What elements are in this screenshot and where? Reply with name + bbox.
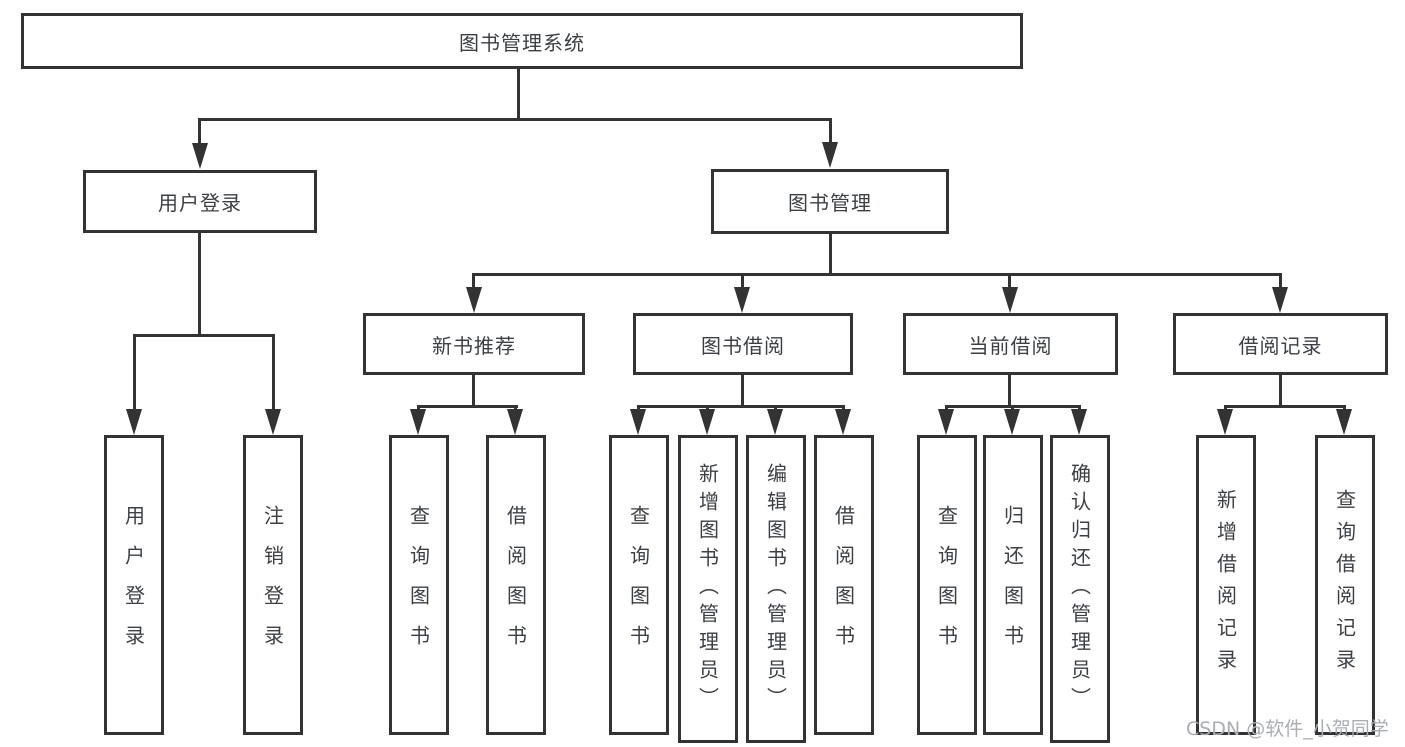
node-book-borrowing-label: 图书借阅 <box>701 333 785 358</box>
leaf-borrowing-query-books: 查询图书 <box>609 435 669 735</box>
node-current-borrowing-label: 当前借阅 <box>968 333 1053 358</box>
node-root: 图书管理系统 <box>21 13 1023 69</box>
connector-line <box>1279 375 1282 408</box>
connector-line <box>741 375 744 408</box>
leaf-confirm-return-admin-label: 确认归还（管理员） <box>1067 463 1092 715</box>
connector-line <box>1279 273 1282 291</box>
leaf-logout: 注销登录 <box>243 435 303 735</box>
arrow-down-icon <box>822 142 838 168</box>
node-book-management: 图书管理 <box>711 169 949 234</box>
leaf-query-borrow-record-label: 查询借阅记录 <box>1332 489 1357 681</box>
node-user-login-label: 用户登录 <box>158 191 242 215</box>
connector-line <box>829 234 832 276</box>
leaf-return-books-label: 归还图书 <box>1000 505 1025 665</box>
leaf-newbooks-borrow-books-label: 借阅图书 <box>503 505 528 665</box>
connector-line <box>198 233 201 337</box>
leaf-current-query-books-label: 查询图书 <box>934 505 959 665</box>
arrow-down-icon <box>466 287 482 313</box>
arrow-down-icon <box>1336 409 1352 435</box>
leaf-current-query-books: 查询图书 <box>917 435 977 735</box>
arrow-down-icon <box>1071 409 1087 435</box>
node-book-management-label: 图书管理 <box>788 191 872 215</box>
leaf-borrowing-borrow-books: 借阅图书 <box>814 435 874 735</box>
arrow-down-icon <box>938 409 954 435</box>
leaf-user-login: 用户登录 <box>104 435 164 735</box>
leaf-newbooks-query-books: 查询图书 <box>389 435 449 735</box>
node-borrow-records-label: 借阅记录 <box>1238 333 1323 358</box>
node-user-login: 用户登录 <box>83 170 317 233</box>
connector-line <box>1224 405 1346 408</box>
leaf-logout-label: 注销登录 <box>260 505 285 665</box>
leaf-borrowing-query-books-label: 查询图书 <box>626 505 651 665</box>
arrow-down-icon <box>835 409 851 435</box>
connector-line <box>198 118 832 121</box>
connector-line <box>472 273 1282 276</box>
arrow-down-icon <box>410 409 426 435</box>
connector-line <box>637 405 845 408</box>
connector-line <box>417 405 518 408</box>
leaf-edit-books-admin: 编辑图书（管理员） <box>746 435 806 743</box>
node-new-book-recommend-label: 新书推荐 <box>432 333 516 358</box>
leaf-newbooks-query-books-label: 查询图书 <box>406 505 431 665</box>
node-current-borrowing: 当前借阅 <box>903 313 1118 375</box>
leaf-query-borrow-record: 查询借阅记录 <box>1315 435 1375 735</box>
connector-line <box>829 118 832 146</box>
connector-line <box>472 375 475 408</box>
connector-line <box>133 334 136 412</box>
leaf-user-login-label: 用户登录 <box>121 505 146 665</box>
arrow-down-icon <box>767 409 783 435</box>
arrow-down-icon <box>734 287 750 313</box>
arrow-down-icon <box>1002 287 1018 313</box>
leaf-confirm-return-admin: 确认归还（管理员） <box>1050 435 1110 743</box>
leaf-newbooks-borrow-books: 借阅图书 <box>486 435 546 735</box>
arrow-down-icon <box>1004 409 1020 435</box>
leaf-add-borrow-record-label: 新增借阅记录 <box>1213 489 1238 681</box>
connector-line <box>272 334 275 412</box>
arrow-down-icon <box>192 143 208 169</box>
arrow-down-icon <box>630 409 646 435</box>
node-book-borrowing: 图书借阅 <box>633 313 853 375</box>
connector-line <box>472 273 475 291</box>
arrow-down-icon <box>699 409 715 435</box>
node-borrow-records: 借阅记录 <box>1173 313 1388 375</box>
connector-line <box>1008 273 1011 291</box>
arrow-down-icon <box>265 409 281 435</box>
leaf-borrowing-borrow-books-label: 借阅图书 <box>831 505 856 665</box>
csdn-watermark: CSDN @软件_小贺同学 <box>1186 718 1389 740</box>
node-root-label: 图书管理系统 <box>459 30 585 55</box>
node-new-book-recommend: 新书推荐 <box>363 313 585 375</box>
connector-line <box>133 334 275 337</box>
arrow-down-icon <box>1217 409 1233 435</box>
leaf-add-borrow-record: 新增借阅记录 <box>1196 435 1256 735</box>
arrow-down-icon <box>507 409 523 435</box>
connector-line <box>517 69 520 121</box>
arrow-down-icon <box>1272 287 1288 313</box>
arrow-down-icon <box>126 409 142 435</box>
leaf-return-books: 归还图书 <box>983 435 1043 735</box>
leaf-add-books-admin: 新增图书（管理员） <box>678 435 738 743</box>
connector-line <box>198 118 201 146</box>
leaf-add-books-admin-label: 新增图书（管理员） <box>695 463 720 715</box>
connector-line <box>1008 375 1011 408</box>
connector-line <box>741 273 744 291</box>
leaf-edit-books-admin-label: 编辑图书（管理员） <box>763 463 788 715</box>
